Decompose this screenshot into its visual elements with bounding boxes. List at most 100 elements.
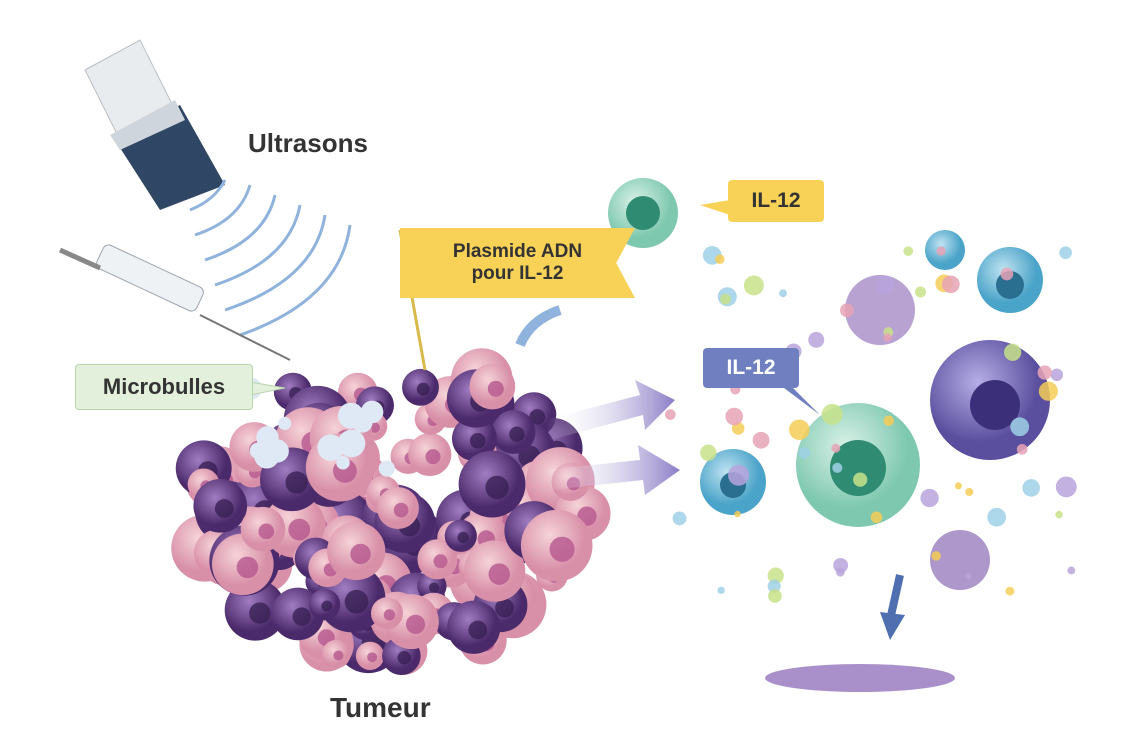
dying-cell-icon xyxy=(845,275,915,345)
cytokine-particle xyxy=(920,488,939,508)
tumor-nucleus xyxy=(214,499,234,518)
tumor-nucleus xyxy=(258,523,275,540)
syringe-icon xyxy=(58,244,291,361)
tumor-nucleus xyxy=(249,602,271,624)
plasmid-tag: Plasmide ADN pour IL-12 xyxy=(400,228,635,298)
tumor-nucleus xyxy=(495,598,514,618)
tumor-nucleus xyxy=(393,502,409,518)
plasmid-label-line1: Plasmide ADN xyxy=(452,241,583,262)
microbubble-icon xyxy=(254,443,280,469)
tumor-nucleus xyxy=(468,620,488,640)
cytokine-particle xyxy=(767,567,784,584)
cytokine-particle xyxy=(836,567,845,577)
tumor-nucleus xyxy=(549,536,575,562)
nk-cell-nucleus xyxy=(970,380,1020,430)
cytokine-particle xyxy=(821,403,843,425)
cytokine-particle xyxy=(941,275,960,294)
dead-cell-debris xyxy=(765,664,955,692)
il12-tag-top: IL-12 xyxy=(728,180,824,222)
tumor-nucleus xyxy=(383,609,396,621)
t-cell-nucleus xyxy=(626,196,660,230)
release-arrows-icon xyxy=(515,305,905,640)
dying-cell-icon xyxy=(930,530,990,590)
tumor-nucleus xyxy=(367,652,378,663)
cytokine-particle xyxy=(903,246,914,257)
cytokine-particle xyxy=(789,419,810,440)
cytokine-particle xyxy=(1067,566,1076,575)
cytokine-particle xyxy=(768,589,782,603)
cytokine-particle xyxy=(883,333,892,342)
cytokine-particle xyxy=(717,586,725,595)
microbubble-icon xyxy=(278,416,292,430)
cytokine-particle xyxy=(1055,476,1077,498)
il12-top-label: IL-12 xyxy=(751,189,801,212)
tumor-nucleus xyxy=(457,531,469,544)
cytokine-particle xyxy=(731,422,745,435)
microbubble-icon xyxy=(336,455,350,470)
tumor-icon xyxy=(171,348,611,676)
cytokine-particle xyxy=(1000,267,1014,281)
cytokine-particle xyxy=(831,443,841,453)
cytokine-particle xyxy=(833,557,849,573)
tumor-nucleus xyxy=(509,426,525,442)
tumor-nucleus xyxy=(369,422,380,433)
tumor-nucleus xyxy=(236,556,259,579)
cytokine-particle xyxy=(875,275,895,294)
cytokine-particle xyxy=(839,303,854,318)
plasmid-label-line2: pour IL-12 xyxy=(471,263,564,284)
tumor-nucleus xyxy=(288,518,311,541)
cytokine-particle xyxy=(987,507,1007,527)
cytokine-particle xyxy=(700,444,717,461)
tumor-nucleus xyxy=(321,600,333,612)
tumor-nucleus xyxy=(488,563,510,585)
cytokine-particle xyxy=(664,409,676,420)
tumor-nucleus xyxy=(405,614,426,634)
t-cell-nucleus xyxy=(830,440,886,496)
il12-mid-label: IL-12 xyxy=(726,356,776,379)
tumor-nucleus xyxy=(469,432,486,449)
cytokine-particle xyxy=(1055,510,1063,519)
tumor-nucleus xyxy=(397,651,411,665)
ultrasound-label: Ultrasons xyxy=(248,128,368,158)
cytokine-particle xyxy=(728,464,750,486)
cytokine-particle xyxy=(779,289,787,298)
cytokine-particle xyxy=(1005,586,1015,596)
cytokine-particle xyxy=(743,275,764,296)
ultrasound-waves-icon xyxy=(189,179,352,337)
cytokine-particle xyxy=(965,487,974,497)
cytokine-particle xyxy=(832,462,843,473)
cytokine-particle xyxy=(1038,381,1058,401)
tumor-nucleus xyxy=(350,543,371,565)
cytokine-particle xyxy=(734,510,741,518)
microbubble-icon xyxy=(378,460,395,477)
cytokine-particle xyxy=(1037,365,1052,380)
tumor-nucleus xyxy=(485,475,509,500)
tumor-nucleus xyxy=(292,607,311,626)
tumor-nucleus xyxy=(428,582,440,593)
cytokine-particle xyxy=(964,572,972,580)
cytokine-particle xyxy=(1004,343,1022,361)
ultrasound-probe-icon xyxy=(84,39,225,210)
microbubble-icon xyxy=(337,429,366,458)
cytokine-particle xyxy=(915,286,926,298)
cytokine-particle xyxy=(870,511,883,524)
cytokine-particle xyxy=(1010,417,1030,437)
microbubbles-tag: Microbulles xyxy=(75,364,253,410)
cytokine-particle xyxy=(767,579,781,593)
tumor-nucleus xyxy=(529,409,546,425)
microbubbles-label: Microbulles xyxy=(102,374,226,399)
tumor-nucleus xyxy=(344,589,369,614)
cytokine-particle xyxy=(883,415,894,426)
tumor-nucleus xyxy=(487,380,504,397)
cytokine-particle xyxy=(1050,368,1064,382)
cytokine-particle xyxy=(752,431,770,449)
tumor-nucleus xyxy=(425,449,441,465)
cytokine-particle xyxy=(720,293,731,305)
cytokine-particle xyxy=(715,254,725,264)
cytokine-particle xyxy=(725,407,744,426)
cytokine-particle xyxy=(931,551,941,561)
cytokine-particle xyxy=(808,331,825,348)
il12-tag-mid: IL-12 xyxy=(703,348,799,388)
